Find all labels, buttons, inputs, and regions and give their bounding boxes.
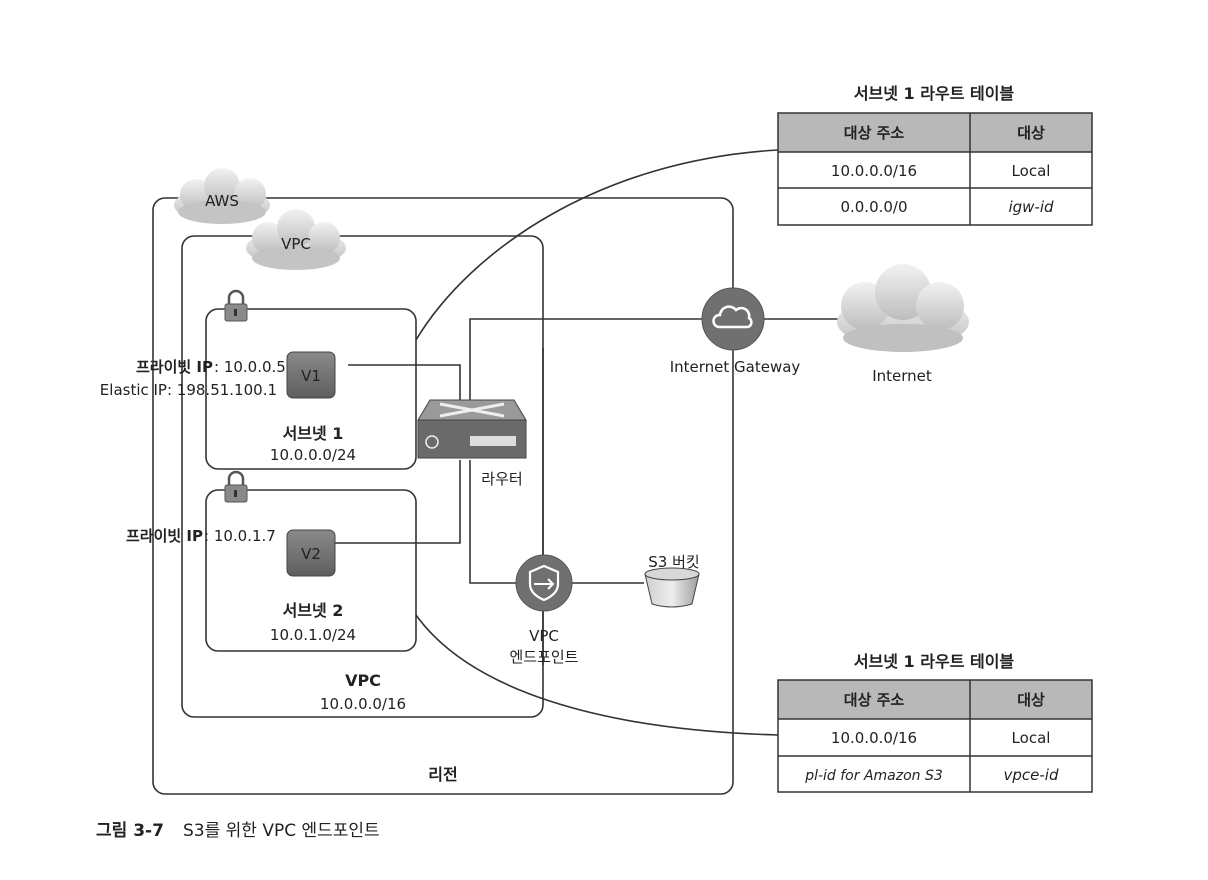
subnet1-private-ip: : 10.0.0.5: [214, 358, 286, 376]
v2-instance-label: V2: [301, 545, 321, 563]
vpc-cloud-label: VPC: [281, 235, 311, 253]
igw-label: Internet Gateway: [670, 358, 801, 376]
subnet2-private-ip-label: 프라이빗 IP: [126, 527, 203, 545]
route-table-1-header-target: 대상: [1017, 124, 1045, 142]
v2-instance-icon: [286, 529, 336, 577]
route-table-1-title: 서브넷 1 라우트 테이블: [854, 84, 1015, 103]
bucket-label: S3 버킷: [648, 553, 699, 571]
route-table-2-row-1-target: Local: [1012, 729, 1051, 747]
subnet1-name: 서브넷 1: [283, 424, 344, 443]
vpc-endpoint-icon: [515, 554, 573, 612]
vpc-name: VPC: [345, 671, 381, 690]
route-table-1-row-1-destination: 10.0.0.0/16: [831, 162, 917, 180]
aws-cloud-icon: [174, 168, 270, 224]
region-label: 리전: [428, 765, 457, 784]
vpc-cloud-icon: [246, 209, 346, 270]
subnet2-private-ip: : 10.0.1.7: [204, 527, 276, 545]
subnet1-elastic-ip: Elastic IP: 198.51.100.1: [100, 381, 277, 399]
region-box: [152, 197, 734, 795]
route-table-1-row-2-target: igw-id: [1008, 198, 1054, 216]
subnet2-box: [205, 489, 417, 652]
subnet1-box: [205, 308, 417, 470]
subnet1-lock-icon: [224, 289, 248, 322]
router-icon: [417, 399, 527, 459]
caption-text: S3를 위한 VPC 엔드포인트: [183, 821, 380, 841]
router-label: 라우터: [481, 470, 522, 488]
vpc-cidr: 10.0.0.0/16: [320, 695, 406, 713]
caption-number: 그림 3-7: [96, 821, 164, 841]
internet-gateway-icon: [701, 287, 765, 351]
route-table-2-header-target: 대상: [1017, 691, 1045, 709]
v1-instance-label: V1: [301, 367, 321, 385]
route-table-2-row-1-destination: 10.0.0.0/16: [831, 729, 917, 747]
route-table-2-header-destination: 대상 주소: [844, 691, 905, 709]
router-igw-line: [469, 318, 704, 425]
subnet1-private-ip-label: 프라이빗 IP: [136, 358, 213, 376]
route-table-1-row-2-destination: 0.0.0.0/0: [840, 198, 907, 216]
endpoint-label-1: VPC: [529, 627, 559, 645]
route-table-1-header-destination: 대상 주소: [844, 124, 905, 142]
s3-bucket-icon: [644, 567, 700, 608]
subnet2-table-curve: [415, 614, 779, 736]
subnet2-lock-icon: [224, 470, 248, 503]
subnet1-table-curve: [415, 149, 779, 341]
v1-router-line: [348, 364, 461, 410]
endpoint-label-2: 엔드포인트: [509, 648, 578, 666]
route-table-2-row-2-target: vpce-id: [1004, 766, 1059, 784]
subnet2-cidr: 10.0.1.0/24: [270, 626, 356, 644]
aws-cloud-label: AWS: [205, 192, 239, 210]
v2-router-line: [335, 460, 461, 544]
route-table-2-title: 서브넷 1 라우트 테이블: [854, 652, 1015, 671]
subnet2-name: 서브넷 2: [283, 601, 344, 620]
internet-label: Internet: [872, 367, 932, 385]
subnet1-cidr: 10.0.0.0/24: [270, 446, 356, 464]
route-table-1: 서브넷 1 라우트 테이블 대상 주소 대상 10.0.0.0/16 Local…: [777, 84, 1093, 226]
route-table-2: 서브넷 1 라우트 테이블 대상 주소 대상 10.0.0.0/16 Local…: [777, 652, 1093, 793]
internet-cloud-icon: [837, 264, 969, 352]
route-table-2-row-2-destination: pl-id for Amazon S3: [804, 768, 943, 784]
router-endpoint-line: [469, 460, 516, 584]
route-table-1-row-1-target: Local: [1012, 162, 1051, 180]
v1-instance-icon: [286, 351, 336, 399]
